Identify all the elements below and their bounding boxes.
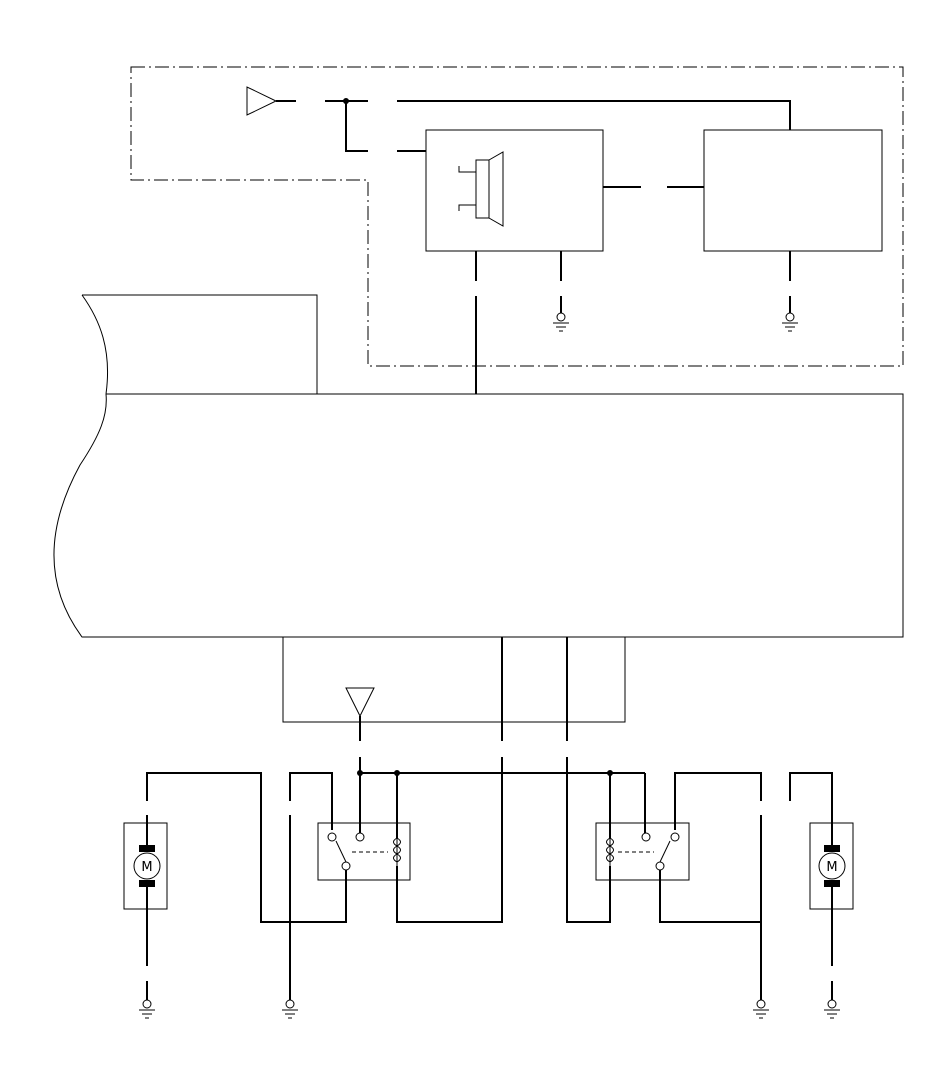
partial-block-upper — [81, 294, 318, 395]
motor-label: M — [141, 860, 152, 875]
ground-icon — [753, 999, 769, 1019]
module-boundary — [130, 66, 904, 367]
right-relay — [595, 822, 690, 881]
left-motor: M — [123, 815, 168, 1000]
signal-arrow-icon — [345, 687, 375, 741]
input-arrow-icon — [246, 86, 296, 116]
ground-icon — [782, 312, 798, 332]
speaker-box — [425, 129, 604, 252]
ground-icon — [553, 312, 569, 332]
motor-icon — [818, 852, 846, 880]
ground-icon — [139, 999, 155, 1019]
control-unit-box — [703, 129, 883, 252]
relay-coil-icon — [606, 835, 614, 868]
relay-coil-icon — [393, 835, 401, 868]
left-relay-wiring — [146, 772, 503, 1000]
top-wires — [325, 98, 791, 152]
motor-label: M — [826, 860, 837, 875]
left-relay — [317, 822, 411, 881]
ground-icon — [824, 999, 840, 1019]
lower-module-box — [282, 636, 626, 723]
right-motor: M — [809, 822, 854, 1000]
motor-icon — [133, 852, 161, 880]
main-body-block — [53, 393, 904, 638]
ground-icon — [282, 999, 298, 1019]
right-relay-wiring — [566, 772, 833, 1000]
speaker-icon — [458, 151, 504, 227]
